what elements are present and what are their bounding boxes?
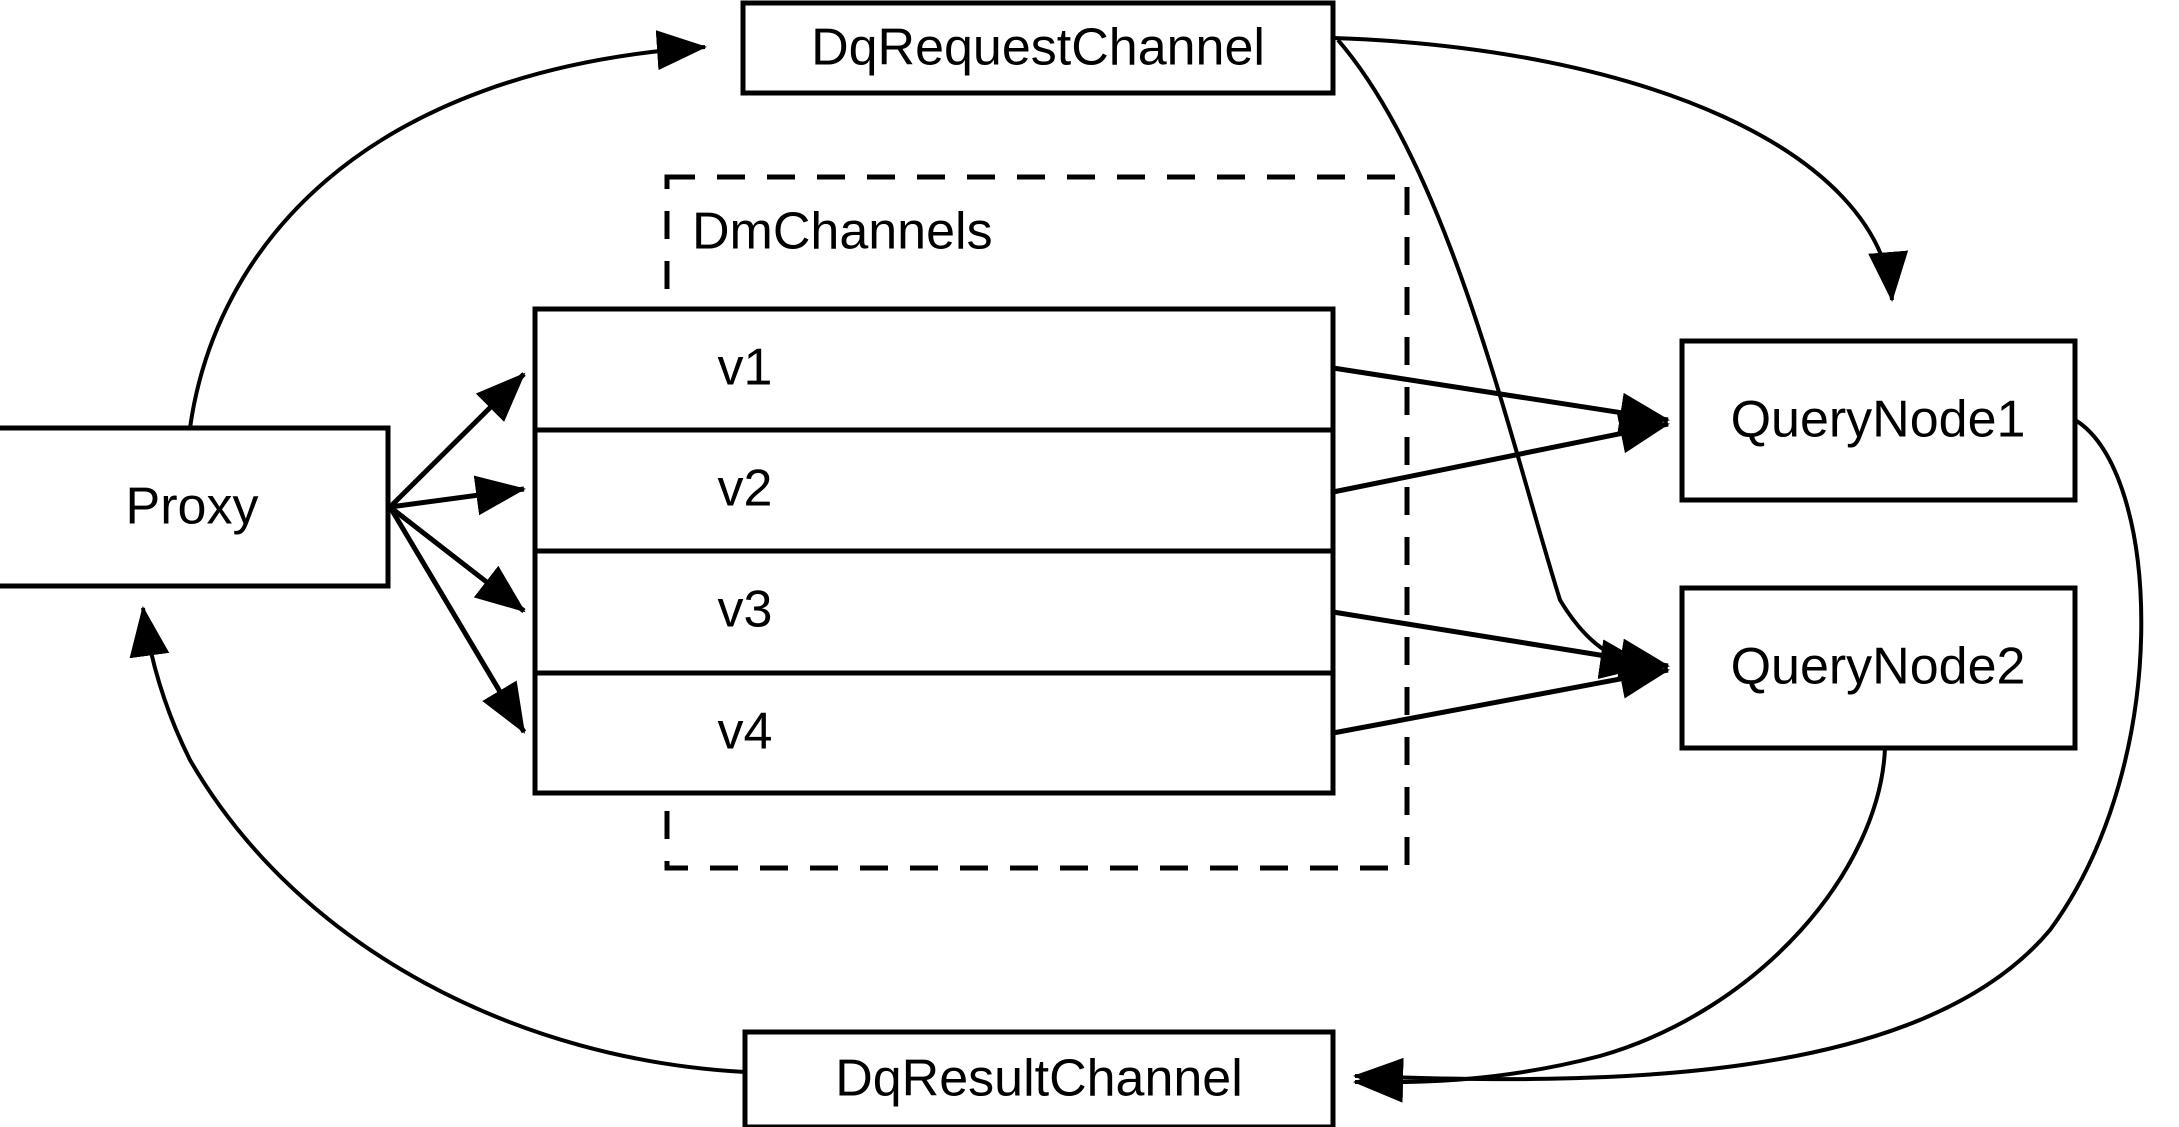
- node-querynode2-label: QueryNode2: [1731, 638, 2026, 696]
- shard-row-v1-label: v1: [718, 339, 773, 397]
- shard-row-v3-label: v3: [718, 581, 773, 639]
- node-dqrequestchannel-box[interactable]: [740, 0, 1336, 96]
- node-querynode1-label: QueryNode1: [1731, 391, 2026, 449]
- edge-proxy-to-v3: [388, 505, 526, 613]
- node-querynode1-box[interactable]: [1679, 338, 2078, 503]
- edge-dqrequestchannel-to-querynode2: [1336, 38, 1650, 679]
- dmchannels-group-label: DmChannels: [692, 203, 993, 261]
- edge-proxy-to-dqrequestchannel: [188, 30, 707, 429]
- edge-proxy-to-v2: [389, 475, 526, 516]
- node-dqresultchannel-box[interactable]: [742, 1029, 1336, 1127]
- edge-proxy-to-v4: [387, 505, 527, 734]
- node-querynode2-box[interactable]: [1679, 585, 2078, 751]
- edge-dqresultchannel-to-proxy: [129, 606, 746, 1074]
- edge-dqrequestchannel-to-querynode1: [1332, 36, 1909, 302]
- edge-querynode2-to-dqresultchannel: [1353, 747, 1887, 1103]
- edge-v3-to-querynode2: [1332, 609, 1670, 679]
- edge-v1-to-querynode1: [1332, 365, 1670, 433]
- node-proxy-box[interactable]: [0, 425, 391, 589]
- node-dqrequestchannel-label: DqRequestChannel: [811, 19, 1265, 77]
- node-proxy-label: Proxy: [126, 478, 259, 536]
- edge-v2-to-querynode1: [1332, 413, 1670, 495]
- edge-v4-to-querynode2: [1332, 659, 1670, 736]
- edge-querynode1-to-dqresultchannel: [1353, 418, 2144, 1098]
- node-dqresultchannel-label: DqResultChannel: [835, 1050, 1243, 1108]
- edge-proxy-to-v1: [388, 372, 526, 509]
- shard-row-v2-label: v2: [718, 460, 773, 518]
- shard-row-v4-label: v4: [718, 703, 773, 761]
